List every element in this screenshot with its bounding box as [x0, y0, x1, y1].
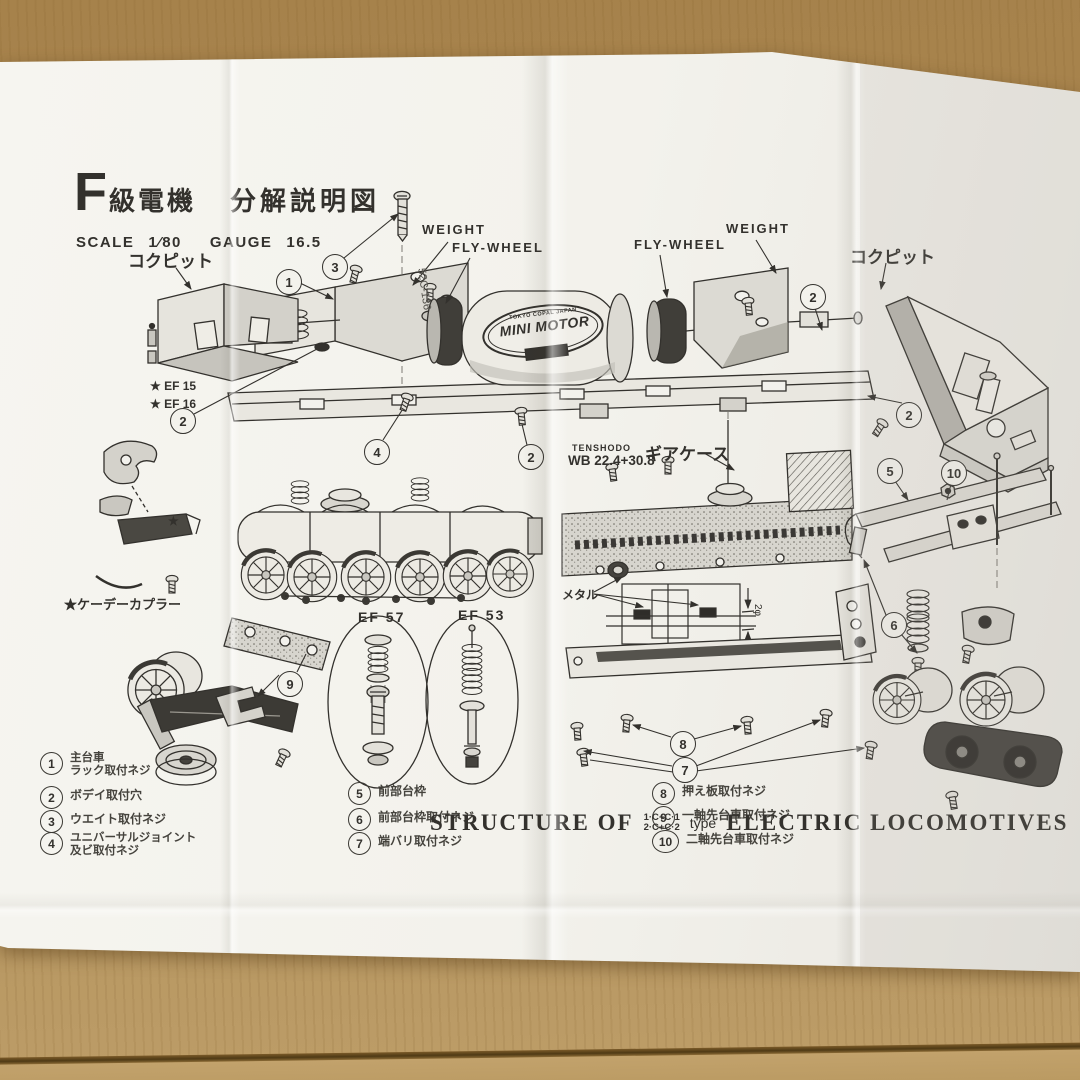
legend-label-10: 二軸先台車取付ネジ — [686, 832, 795, 846]
headline-word2: ELECTRIC LOCOMOTIVES — [726, 810, 1069, 835]
legend-label-6: 前部台枠取付ネジ — [378, 810, 475, 824]
callout-7: 7 — [672, 757, 698, 783]
flywheel-label-right: FLY-WHEEL — [634, 237, 726, 252]
cockpit-label-right: コクピット — [850, 248, 935, 267]
front-deck-illustration — [835, 452, 1062, 676]
legend-num-2: 2 — [40, 786, 63, 809]
legend-label-4a: ユニバーサルジョイント — [70, 832, 197, 844]
cover-plate-illustration — [565, 633, 879, 768]
legend-item-5: 5 前部台枠 — [348, 782, 426, 805]
power-truck-left-illustration — [223, 477, 543, 671]
legend-label-1a: 主台車 — [70, 752, 105, 764]
callout-6: 6 — [881, 612, 907, 638]
ef15-label: ★ EF 15 — [150, 379, 197, 393]
legend-num-5: 5 — [348, 782, 371, 805]
side-frame-right-illustration — [561, 420, 855, 577]
title-class-word: 級電機 — [109, 186, 197, 216]
legend-label-2: ボデイ取付穴 — [70, 788, 143, 802]
flywheel-label-left: FLY-WHEEL — [452, 240, 544, 255]
dimension-annotation: 2φ — [752, 604, 763, 617]
legend-num-1: 1 — [40, 752, 63, 775]
bearing-cross-section-illustration — [606, 561, 756, 652]
callout-8: 8 — [670, 731, 696, 757]
legend-num-4: 4 — [40, 832, 63, 855]
callout-9: 9 — [277, 671, 303, 697]
legend-label-9: 一軸先台車取付ネジ — [682, 808, 791, 822]
ef57-label: EF 57 — [358, 609, 406, 625]
callout-10: 10 — [941, 460, 967, 486]
cockpit-right-illustration — [885, 295, 1050, 493]
callout-2-cockpit: 2 — [896, 402, 922, 428]
kadee-coupler-label: ★ケーデーカプラー — [64, 597, 182, 612]
wheel-arrangement-fraction: 1·C+C·1 2·C+C·2 — [644, 813, 680, 833]
legend-label-3: ウエイト取付ネジ — [70, 812, 167, 826]
legend-item-4: 4 ユニバーサルジョイント 及ビ取付ネジ — [40, 832, 196, 858]
bottom-headline: STRUCTURE OF 1·C+C·1 2·C+C·2 type ELECTR… — [430, 810, 1068, 836]
gauge-label: GAUGE — [209, 234, 273, 251]
legend-item-1: 1 主台車 ラック取付ネジ — [40, 752, 151, 778]
scale-label: SCALE — [76, 234, 135, 251]
callout-3: 3 — [322, 254, 348, 280]
headline-word1: STRUCTURE OF — [430, 810, 634, 835]
legend-item-8: 8 押え板取付ネジ — [652, 782, 766, 805]
wheel-arrangement-bottom: 2·C+C·2 — [643, 822, 680, 833]
legend-label-7: 端バリ取付ネジ — [378, 834, 463, 848]
scale-value: 1⁄80 — [148, 234, 182, 251]
legend-label-4b: 及ビ取付ネジ — [70, 845, 139, 858]
wheelbase-label: WB 22.4+30.8 — [568, 453, 655, 468]
leading-wheels-illustration — [873, 666, 1063, 811]
legend-label-5: 前部台枠 — [378, 784, 427, 798]
legend-num-8: 8 — [652, 782, 675, 805]
title-doc-word: 分解説明図 — [230, 186, 381, 216]
callout-5: 5 — [877, 458, 903, 484]
callout-4: 4 — [364, 439, 390, 465]
callout-2-body: 2 — [170, 408, 196, 434]
legend-num-7: 7 — [348, 832, 371, 855]
ef57-detail-illustration — [327, 615, 429, 789]
legend-item-3: 3 ウエイト取付ネジ — [40, 810, 166, 833]
sheet-title: F 級電機 分解説明図 — [74, 162, 381, 222]
legend-label-1b: ラック取付ネジ — [70, 765, 151, 778]
metal-label: メタル — [562, 588, 599, 602]
legend-item-2: 2 ボデイ取付穴 — [40, 786, 142, 809]
ef16-label: ★ EF 16 — [150, 397, 197, 411]
tenshodo-label: TENSHODO — [572, 443, 632, 453]
callout-2-mid: 2 — [518, 444, 544, 470]
legend-item-6: 6 前部台枠取付ネジ — [348, 808, 474, 831]
legend-item-7: 7 端バリ取付ネジ — [348, 832, 462, 855]
legend-item-9: 9 一軸先台車取付ネジ — [652, 806, 790, 829]
callout-1: 1 — [276, 269, 302, 295]
drive-wheel-crank-illustration — [128, 651, 299, 786]
star-mark: ★ — [168, 514, 179, 528]
wheel-arrangement-top: 1·C+C·1 — [643, 812, 680, 824]
legend-item-10: 10 二軸先台車取付ネジ — [652, 830, 794, 853]
legend-num-9: 9 — [652, 806, 675, 829]
legend-num-3: 3 — [40, 810, 63, 833]
gear-case-label: ギアケース — [645, 445, 730, 464]
legend-num-6: 6 — [348, 808, 371, 831]
leader-lines — [175, 213, 952, 773]
legend-num-10: 10 — [652, 830, 679, 853]
weight-screw-illustration — [393, 190, 411, 243]
weight-label-left: WEIGHT — [422, 222, 486, 237]
callout-2-right: 2 — [800, 284, 826, 310]
ef53-label: EF 53 — [458, 607, 506, 623]
title-f: F — [74, 162, 107, 222]
weight-label-right: WEIGHT — [726, 221, 790, 236]
cockpit-left-illustration — [147, 283, 299, 382]
coupler-parts-illustration — [95, 440, 201, 594]
gauge-value: 16.5 — [286, 234, 322, 251]
cockpit-label-left: コクピット — [128, 252, 213, 271]
headline-type-word: type — [689, 815, 717, 831]
ef53-detail-illustration — [425, 615, 519, 785]
legend-label-8: 押え板取付ネジ — [682, 784, 767, 798]
